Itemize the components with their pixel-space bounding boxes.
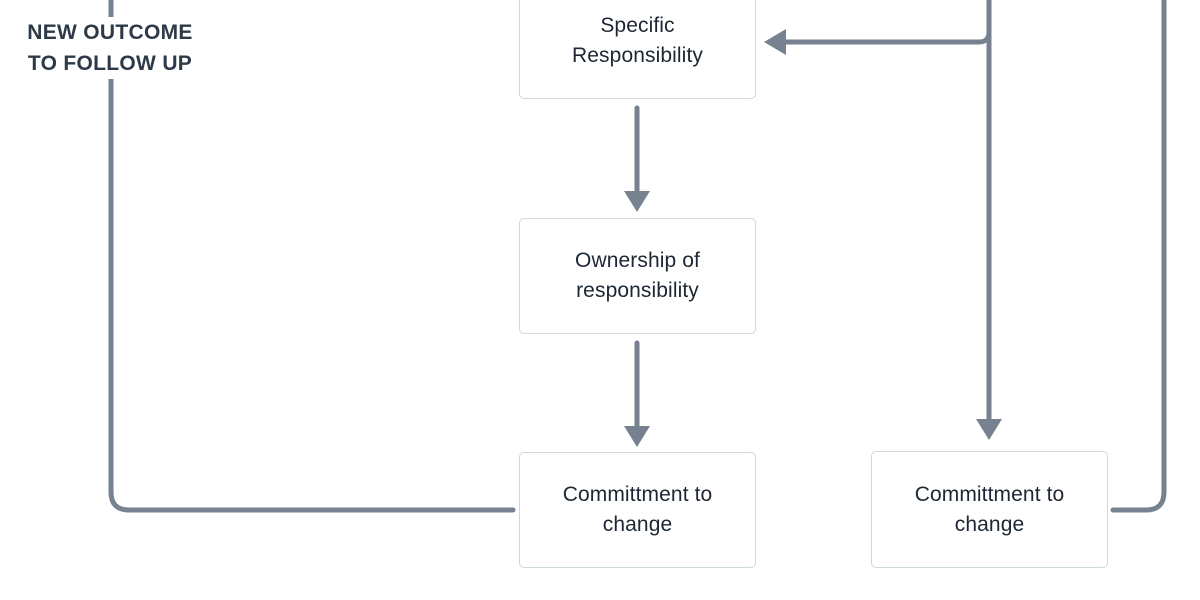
box-text-line: Responsibility — [572, 43, 703, 67]
feedback-line-right — [1110, 0, 1167, 513]
new-outcome-label-line2: TO FOLLOW UP — [27, 52, 193, 75]
arrow-top-to-specific-line — [783, 0, 992, 45]
box-text-line: Ownership of — [575, 249, 700, 272]
box-text-line: change — [602, 513, 673, 536]
new-outcome-label-line1: NEW OUTCOME — [27, 21, 193, 44]
arrowhead-down-icon — [624, 191, 650, 212]
box-text-line: change — [954, 512, 1025, 536]
box-text-line: Committment to — [562, 483, 713, 506]
box-text-line: Specific — [600, 13, 675, 37]
arrowhead-left-icon — [764, 29, 786, 55]
box-committment-to-change-center: Committment to change — [519, 452, 756, 568]
feedback-line-left — [108, 0, 516, 513]
box-committment-to-change-right: Committment to change — [871, 451, 1108, 568]
arrowhead-down-icon — [976, 419, 1002, 440]
box-ownership-of-responsibility: Ownership of responsibility — [519, 218, 756, 334]
box-text-line: responsibility — [576, 279, 699, 302]
new-outcome-label: NEW OUTCOME TO FOLLOW UP — [22, 17, 198, 79]
arrowhead-down-icon — [624, 426, 650, 447]
box-text-line: Committment to — [914, 482, 1065, 506]
box-specific-responsibility: Specific Responsibility — [519, 0, 756, 99]
